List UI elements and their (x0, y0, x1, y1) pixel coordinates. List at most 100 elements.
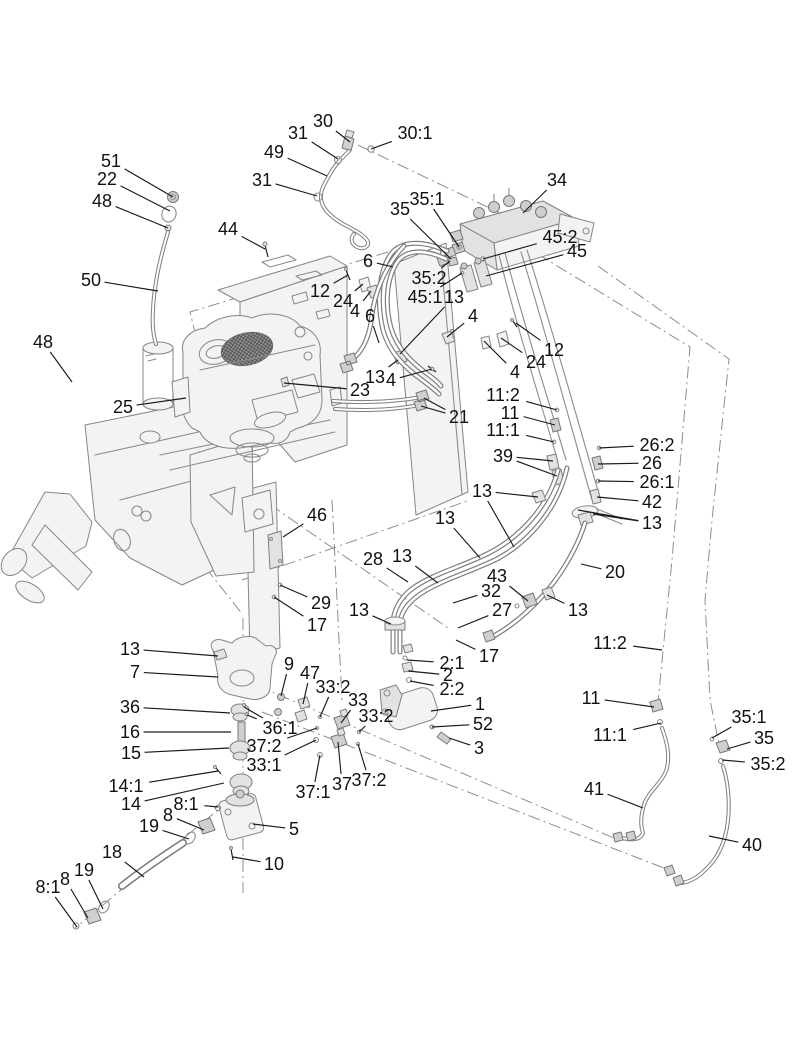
leader-line-52 (431, 724, 470, 728)
callout-37-2-81: 37:2 (351, 770, 386, 790)
leader-line-39 (516, 460, 558, 477)
leader-line-45 (485, 254, 564, 277)
leader-line-11 (523, 416, 556, 426)
callout-24-20: 24 (333, 291, 353, 311)
leader-line-45-2 (482, 243, 537, 260)
callout-49-3: 49 (264, 142, 284, 162)
leader-line-3 (448, 737, 471, 746)
callout-32-49: 32 (481, 581, 501, 601)
callout-8-1-96: 8:1 (35, 877, 60, 897)
callout-37-1-85: 37:1 (295, 782, 330, 802)
callout-25-31: 25 (113, 397, 133, 417)
leader-line-13 (495, 491, 539, 498)
leader-line-13 (546, 594, 565, 604)
callout-8-95: 8 (60, 869, 70, 889)
callout-19-94: 19 (74, 860, 94, 880)
leader-line-10 (232, 856, 261, 863)
callout-15-78: 15 (121, 743, 141, 763)
leader-line-29 (279, 584, 308, 598)
leader-line-8-1 (54, 896, 78, 928)
callout-48-8: 48 (92, 191, 112, 211)
callout-43-48: 43 (487, 566, 507, 586)
leader-line-20 (580, 563, 602, 570)
callout-13-46: 13 (392, 546, 412, 566)
callout-6-22: 6 (365, 306, 375, 326)
leader-line-12 (515, 322, 541, 341)
leader-line-14-1 (149, 770, 219, 783)
callout-26-1-39: 26:1 (639, 472, 674, 492)
callout-37-82: 37 (332, 774, 352, 794)
callout-39-37: 39 (493, 446, 513, 466)
leader-line-30 (335, 130, 351, 143)
leader-line-43 (509, 585, 529, 602)
callout-31-6: 31 (252, 170, 272, 190)
callout-10-93: 10 (264, 854, 284, 874)
callout-2-1-58: 2:1 (439, 653, 464, 673)
leader-line-49 (287, 157, 328, 177)
tube41-drawing (612, 698, 671, 843)
leader-line-24 (354, 283, 364, 292)
leader-line-21 (420, 405, 446, 414)
hose-bundle-drawing (331, 240, 450, 412)
leader-line-36-1 (243, 706, 264, 719)
callout-8-1-87: 8:1 (173, 794, 198, 814)
leader-line-11 (604, 699, 655, 708)
tube40-drawing (663, 736, 731, 887)
callout-50-16: 50 (81, 270, 101, 290)
callout-51-4: 51 (101, 151, 121, 171)
leader-line-12 (333, 274, 349, 284)
leader-line-36-1 (246, 714, 258, 720)
aux-pump-drawing (379, 684, 452, 745)
callout-35-1-70: 35:1 (731, 707, 766, 727)
callout-20-47: 20 (605, 562, 625, 582)
callout-24-26: 24 (526, 352, 546, 372)
leader-line-45-1 (440, 272, 463, 288)
leader-line-47 (302, 682, 309, 705)
callout-11-1-74: 11:1 (593, 725, 627, 745)
leader-line-30-1 (370, 140, 392, 150)
callout-19-89: 19 (139, 816, 159, 836)
callout-45-13: 45 (567, 241, 587, 261)
callout-13-28: 13 (365, 367, 385, 387)
leader-line-35 (726, 741, 751, 750)
leader-line-33 (340, 709, 352, 724)
callout-45-1-18: 45:1 (407, 287, 442, 307)
callout-26-38: 26 (642, 453, 662, 473)
callout-40-91: 40 (742, 835, 762, 855)
leader-line-37-2 (357, 743, 367, 771)
leader-line-14 (144, 782, 225, 802)
leader-line-35-2 (721, 759, 745, 763)
callout-17-57: 17 (479, 646, 499, 666)
leader-line-11-2 (526, 400, 558, 411)
leader-line-13 (143, 649, 219, 657)
callout-11-1-35: 11:1 (486, 420, 520, 440)
leader-line-1 (430, 704, 472, 712)
leader-line-35-1 (711, 726, 732, 739)
callout-33-1-80: 33:1 (246, 755, 281, 775)
leader-line-26-1 (597, 480, 634, 483)
callout-13-56: 13 (120, 639, 140, 659)
leader-line-26-2 (598, 445, 634, 449)
leader-line-17 (273, 596, 304, 617)
callout-5-90: 5 (289, 819, 299, 839)
leader-line-25 (136, 397, 187, 406)
callout-4-23: 4 (468, 306, 478, 326)
pump-driveline-drawing (210, 635, 277, 861)
callout-33-66: 33 (348, 690, 368, 710)
callout-16-73: 16 (120, 722, 140, 742)
callout-33-2-63: 33:2 (315, 677, 350, 697)
leader-line-36 (143, 707, 231, 714)
leader-line-28 (386, 567, 409, 583)
callout-33-2-69: 33:2 (358, 706, 393, 726)
callout-30-1-2: 30:1 (397, 123, 432, 143)
callout-1-67: 1 (475, 694, 485, 714)
callout-37-2-76: 37:2 (246, 736, 281, 756)
leader-line-13 (372, 615, 392, 625)
callout-45-2-12: 45:2 (542, 227, 577, 247)
callout-13-43: 13 (435, 508, 455, 528)
leader-line-13 (487, 500, 515, 548)
engine-drawing (139, 313, 323, 463)
leader-line-32 (452, 594, 478, 604)
callout-28-45: 28 (363, 549, 383, 569)
